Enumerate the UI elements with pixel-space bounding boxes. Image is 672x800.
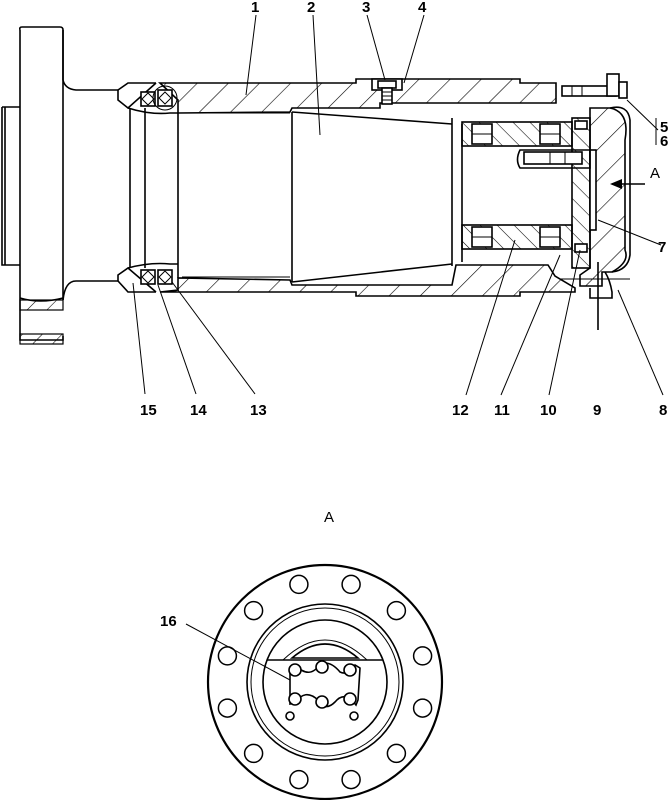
leader-lines xyxy=(132,14,664,396)
segment-arc xyxy=(282,639,368,661)
callout-3: 3 xyxy=(362,0,370,16)
leader-16 xyxy=(185,623,291,681)
housing-lower-wall xyxy=(117,264,576,297)
bolt-hole xyxy=(289,574,309,595)
left-seal-group xyxy=(127,85,178,285)
segment-inner xyxy=(289,643,361,659)
cover-ring-outer xyxy=(246,603,404,761)
callout-4: 4 xyxy=(418,0,427,16)
inner-bearing-12 xyxy=(461,121,573,250)
bolt-hole xyxy=(386,743,407,764)
callout-6: 6 xyxy=(660,133,668,150)
left-flange xyxy=(1,26,118,345)
callout-2: 2 xyxy=(307,0,315,16)
callout-16: 16 xyxy=(160,613,177,630)
callout-1: 1 xyxy=(251,0,259,16)
view-arrow-label: A xyxy=(650,165,660,182)
view-arrow-a: A xyxy=(610,165,660,189)
bolt-hole xyxy=(243,743,264,764)
bolt-hole xyxy=(341,574,361,595)
callout-14: 14 xyxy=(190,402,207,419)
callout-5: 5 xyxy=(660,119,668,136)
end-cover-assembly xyxy=(516,73,631,330)
callout-10: 10 xyxy=(540,402,557,419)
locking-wire-16 xyxy=(285,660,361,721)
inner-cover-circle xyxy=(262,619,388,745)
bolt-hole xyxy=(412,698,433,718)
callout-8: 8 xyxy=(659,402,667,419)
top-plug-bolt xyxy=(371,78,403,105)
callout-7: 7 xyxy=(658,239,666,256)
bolt-holes xyxy=(217,574,433,790)
callout-12: 12 xyxy=(452,402,469,419)
cover-ring-inner xyxy=(250,607,400,757)
bolt-hole xyxy=(386,600,407,621)
section-view: A 1 2 3 4 5 6 7 8 xyxy=(1,0,668,419)
callout-9: 9 xyxy=(593,402,601,419)
view-a: A 16 xyxy=(160,509,444,800)
bolt-hole xyxy=(412,646,433,666)
callout-11: 11 xyxy=(494,402,510,419)
bolt-hole xyxy=(341,769,361,790)
bolt-hole xyxy=(217,646,238,666)
callout-15: 15 xyxy=(140,402,157,419)
callout-13: 13 xyxy=(250,402,267,419)
bolt-hole xyxy=(289,769,309,790)
housing-upper-wall xyxy=(117,78,557,114)
view-a-title: A xyxy=(324,509,334,526)
outer-flange-circle xyxy=(206,563,444,800)
bolt-hole xyxy=(243,600,264,621)
bolt-hole xyxy=(217,698,238,718)
tapered-sleeve xyxy=(129,108,463,283)
callout-labels: 1 2 3 4 5 6 7 8 9 10 11 12 13 14 15 xyxy=(140,0,668,419)
